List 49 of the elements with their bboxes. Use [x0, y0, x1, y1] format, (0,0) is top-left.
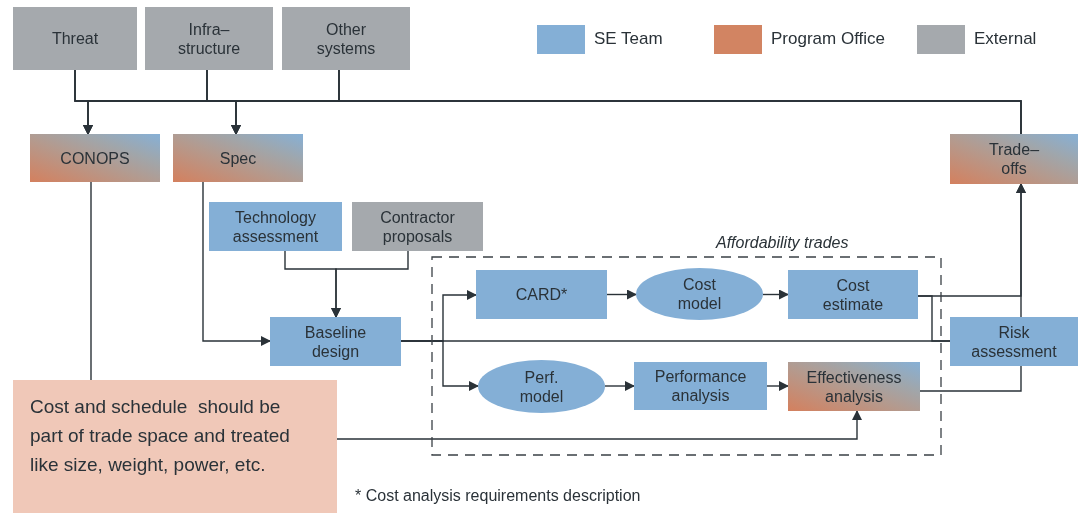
legend-label: External: [974, 29, 1037, 49]
process-box: [352, 202, 483, 251]
note-box: [13, 380, 337, 513]
connector-line: [919, 365, 1022, 392]
node-label: Other systems: [315, 19, 377, 58]
node-label: Technology assessment: [231, 207, 320, 246]
process-box: [788, 362, 920, 411]
arrow: [766, 381, 789, 391]
process-box: [282, 7, 410, 70]
process-box: [145, 7, 273, 70]
arrow: [604, 381, 635, 391]
process-box: [950, 134, 1078, 184]
process-box: [30, 134, 160, 182]
legend-label: SE Team: [594, 29, 663, 49]
connector-line: [917, 295, 951, 342]
arrow: [331, 250, 409, 318]
footnote: * Cost analysis requirements description: [355, 487, 641, 505]
node-label: Baseline design: [303, 322, 368, 361]
node-label: Cost model: [676, 275, 723, 313]
process-box: [788, 270, 918, 319]
arrow: [1016, 183, 1026, 318]
node-label: Contractor proposals: [379, 207, 456, 246]
node-label: Effectiveness analysis: [805, 367, 903, 406]
node-label: Threat: [51, 29, 99, 48]
node-label: Cost estimate: [821, 275, 885, 314]
process-box: [13, 7, 137, 70]
node-label: Infra– structure: [176, 19, 242, 58]
node-label: Spec: [219, 148, 257, 168]
node-label: Trade– offs: [987, 140, 1041, 178]
process-box: [173, 134, 303, 182]
group-heading: Affordability trades: [716, 233, 849, 252]
process-box: [270, 317, 401, 366]
arrow: [202, 181, 271, 346]
arrow: [606, 289, 637, 300]
connector-line: [90, 181, 92, 381]
process-box: [950, 317, 1078, 366]
node-label: CONOPS: [60, 148, 130, 168]
process-box: [209, 202, 342, 251]
note-text: Cost and schedule should be part of trade space and treated like size, weight, power, etc.: [30, 395, 291, 477]
legend-label: Program Office: [771, 29, 885, 49]
arrow: [762, 289, 789, 300]
process-box: [476, 270, 607, 319]
arrow: [336, 410, 862, 440]
connector-line: [338, 69, 1022, 135]
node-label: Risk assessment: [970, 322, 1058, 361]
node-label: Performance analysis: [653, 367, 748, 405]
process-box: [634, 362, 767, 410]
node-label: Perf. model: [518, 367, 565, 406]
node-label: CARD*: [515, 285, 568, 304]
